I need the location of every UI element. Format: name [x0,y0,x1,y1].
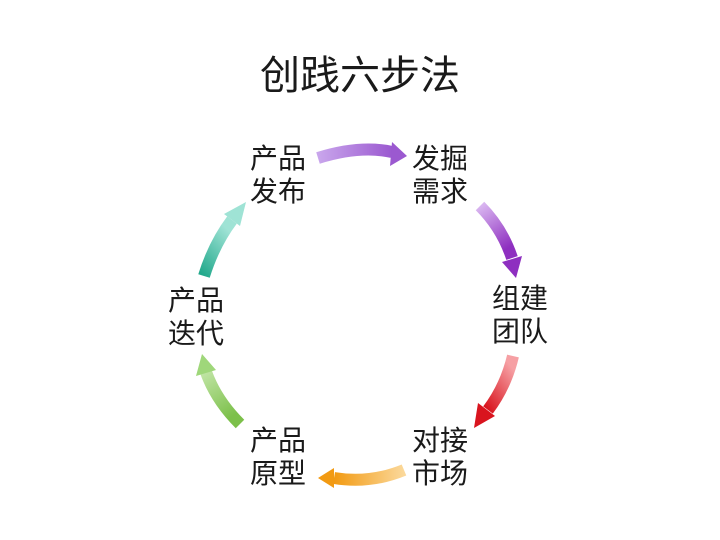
step-label-line1: 发掘 [411,142,468,175]
diagram-title: 创践六步法 [260,53,460,99]
arrow-iterate-to-publish [198,202,246,278]
arrow-prototype-to-iterate [196,354,245,429]
arrow-team-to-market [474,354,519,428]
step-product-iterate: 产品 迭代 [158,284,234,350]
step-label-line2: 团队 [491,315,548,348]
step-product-prototype: 产品 原型 [240,424,316,490]
step-label-line2: 发布 [249,175,306,208]
step-label-line2: 原型 [249,457,306,490]
step-discover-needs: 发掘 需求 [402,142,478,208]
step-label-line1: 组建 [491,282,548,315]
step-connect-market: 对接 市场 [402,424,478,490]
arrow-publish-to-discover [316,142,407,166]
step-label-line1: 产品 [167,284,224,317]
step-label-line1: 产品 [249,142,306,175]
step-label-line2: 市场 [411,457,468,490]
arrow-discover-to-team [475,201,522,278]
step-build-team: 组建 团队 [482,282,558,348]
arrow-market-to-prototype [318,464,407,488]
step-label-line2: 迭代 [167,317,224,350]
step-label-line1: 产品 [249,424,306,457]
step-label-line2: 需求 [411,175,468,208]
step-label-line1: 对接 [411,424,468,457]
step-product-release: 产品 发布 [240,142,316,208]
